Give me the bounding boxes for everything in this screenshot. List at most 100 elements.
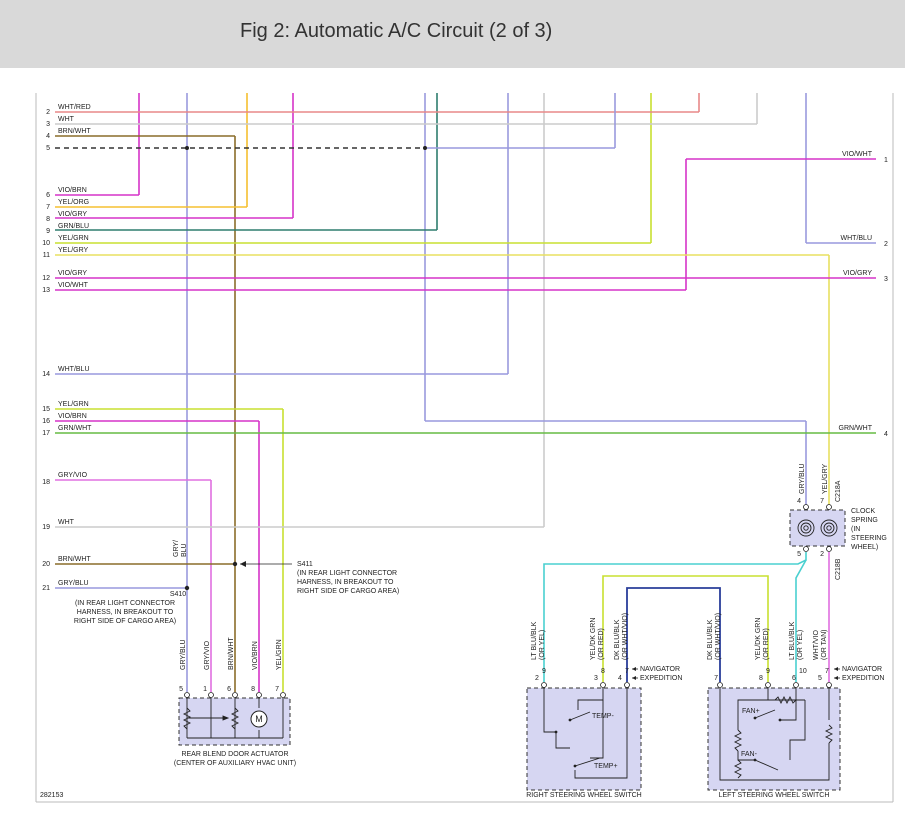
wire-label: GRN/BLU <box>58 223 89 230</box>
pin-number: 5 <box>179 686 183 693</box>
terminal <box>717 682 723 688</box>
left-pin-numbers: 2 3 4 5 6 7 8 9 10 11 12 13 14 15 16 17 … <box>42 109 50 592</box>
left-switch-contacts <box>753 716 782 762</box>
pin-number: 4 <box>884 431 888 438</box>
legend-arrow-head <box>834 676 838 680</box>
right-switch-terminals <box>541 682 630 688</box>
figure-title: Fig 2: Automatic A/C Circuit (2 of 3) <box>240 20 553 42</box>
actuator-pin-numbers: 5 1 6 8 7 <box>179 686 279 693</box>
wire-label: BRN/WHT <box>228 637 235 670</box>
pin-number: 8 <box>759 675 763 682</box>
terminal <box>256 692 262 698</box>
wire-label: BRN/WHT <box>58 128 91 135</box>
pin-number: 5 <box>46 145 50 152</box>
pin-number: 1 <box>884 157 888 164</box>
motor-icon <box>250 710 268 728</box>
resistor <box>230 707 240 730</box>
resistor <box>774 695 797 705</box>
wire-label: (OR YEL) <box>797 630 804 660</box>
terminal <box>541 682 547 688</box>
left-switch-box <box>707 687 841 791</box>
pin-number: 6 <box>792 675 796 682</box>
wire-label: YEL/GRN <box>276 639 283 670</box>
terminal <box>208 692 214 698</box>
clock-spring-label-line: STEERING <box>851 535 887 542</box>
contact <box>573 764 577 768</box>
left-switch-pin-numbers: 7 8 9 6 10 5 7 <box>714 668 829 682</box>
legend-navigator: NAVIGATOR <box>842 666 882 673</box>
wire-label: VIO/BRN <box>58 187 87 194</box>
terminal <box>600 682 606 688</box>
pin-number: 4 <box>46 133 50 140</box>
wire-label: VIO/WHT <box>842 151 873 158</box>
pin-number: 5 <box>797 551 801 558</box>
actuator-subtitle: (CENTER OF AUXILIARY HVAC UNIT) <box>174 760 296 767</box>
wire-label: GRY/VIO <box>204 640 211 670</box>
actuator-title: REAR BLEND DOOR ACTUATOR <box>181 751 288 758</box>
wire-label: LT BLU/BLK <box>789 621 796 660</box>
pin-number: 12 <box>42 275 50 282</box>
pin-number: 8 <box>601 668 605 675</box>
wire-lt-blu-blk-left <box>795 559 807 682</box>
right-pins: 1 2 3 4 VIO/WHT WHT/BLU VIO/GRY GRN/WHT <box>839 151 888 438</box>
right-switch-wire-labels: LT BLU/BLK (OR YEL) YEL/DK GRN (OR RED) … <box>531 613 629 660</box>
pin-number: 4 <box>797 498 801 505</box>
left-steering-wheel-switch: DK BLU/BLK (OR WHT/VIO) YEL/DK GRN (OR R… <box>707 613 841 799</box>
wire-label: WHT <box>58 116 75 123</box>
pin-number: 15 <box>42 406 50 413</box>
pin-number: 10 <box>799 668 807 675</box>
gry-blu-vertical-label: GRY/ BLU <box>173 540 188 557</box>
pin-number: 4 <box>618 675 622 682</box>
left-switch-wire-labels: DK BLU/BLK (OR WHT/VIO) YEL/DK GRN (OR R… <box>707 613 828 660</box>
actuator-terminals <box>184 692 286 698</box>
legend-arrow-head <box>632 676 636 680</box>
terminal <box>232 692 238 698</box>
wire-label: (OR WHT/VIO) <box>715 613 722 660</box>
clock-spring-label-line: WHEEL) <box>851 544 878 551</box>
connector-id: C218A <box>835 480 842 502</box>
wire-label: WHT/RED <box>58 104 91 111</box>
wire-dk-blu-blk <box>626 587 721 682</box>
terminal <box>826 682 832 688</box>
wire-label: (OR RED) <box>598 628 605 660</box>
pin-number: 20 <box>42 561 50 568</box>
wire-label: VIO/WHT <box>58 282 89 289</box>
wire-label: (OR RED) <box>763 628 770 660</box>
pin-number: 7 <box>275 686 279 693</box>
contact <box>753 758 757 762</box>
pin-number: 21 <box>42 585 50 592</box>
pin-number: 2 <box>884 241 888 248</box>
clock-spring-label: CLOCK SPRING (IN STEERING WHEEL) <box>851 508 887 551</box>
pin-number: 2 <box>535 675 539 682</box>
contact <box>753 716 757 720</box>
wire-label: YEL/GRN <box>58 401 89 408</box>
wire-label: BRN/WHT <box>58 556 91 563</box>
pin-number: 9 <box>46 228 50 235</box>
wire-label: WHT/BLU <box>841 235 873 242</box>
s410-note: HARNESS, IN BREAKOUT TO <box>77 609 174 616</box>
s410-note: (IN REAR LIGHT CONNECTOR <box>75 600 175 607</box>
legend-arrow-head <box>632 667 636 671</box>
left-switch-title: LEFT STEERING WHEEL SWITCH <box>719 792 830 799</box>
resistor <box>182 707 192 730</box>
pin-number: 7 <box>46 204 50 211</box>
pin-number: 8 <box>46 216 50 223</box>
terminal <box>803 546 809 552</box>
pin-number: 9 <box>542 668 546 675</box>
terminal <box>826 546 832 552</box>
wire-label: (OR WHT/VIO) <box>622 613 629 660</box>
wire-label: BLU <box>181 543 188 557</box>
right-steering-wheel-switch: LT BLU/BLK (OR YEL) YEL/DK GRN (OR RED) … <box>526 613 642 799</box>
fan-plus-label: FAN+ <box>742 708 760 715</box>
pin-number: 7 <box>820 498 824 505</box>
wire-yel-dk-grn <box>602 575 769 682</box>
actuator-wire-labels: GRY/BLU GRY/VIO BRN/WHT VIO/BRN YEL/GRN <box>180 637 283 670</box>
pin-number: 8 <box>251 686 255 693</box>
figure-number: 282153 <box>40 792 63 799</box>
right-switch-box <box>526 687 642 791</box>
terminal <box>803 504 809 510</box>
wire-label: GRY/BLU <box>180 639 187 670</box>
pin-number: 6 <box>46 192 50 199</box>
pin-number: 14 <box>42 371 50 378</box>
